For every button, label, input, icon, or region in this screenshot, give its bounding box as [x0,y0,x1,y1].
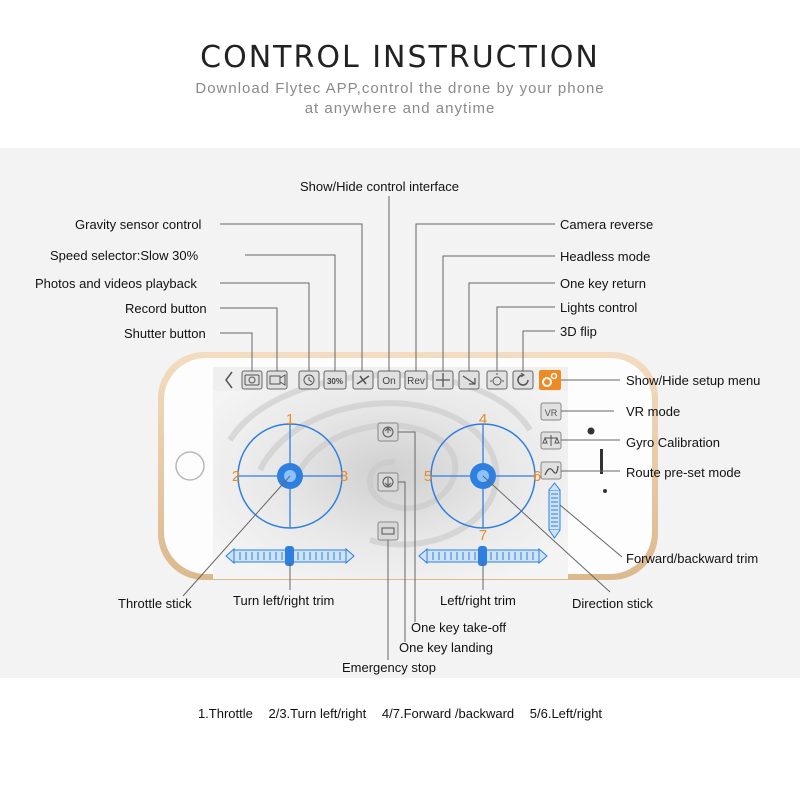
stick-number-7: 7 [479,527,487,544]
label-emergency-stop: Emergency stop [342,660,436,675]
stick-number-2: 2 [232,468,240,485]
stick-number-3: 3 [340,468,348,485]
label-forward-backward-trim: Forward/backward trim [626,551,759,566]
settings-icon[interactable] [539,370,561,390]
stick-number-5: 5 [424,468,432,485]
label-one-key-return: One key return [560,276,646,291]
emergency-stop-button[interactable] [377,521,399,541]
turn-left-right-trim[interactable] [225,546,355,566]
label-gyro-calibration: Gyro Calibration [626,435,720,450]
label-setup-menu: Show/Hide setup menu [626,373,761,388]
stick-number-4: 4 [479,411,487,428]
label-speed-selector: Speed selector:Slow 30% [50,248,199,263]
label-camera-reverse: Camera reverse [560,217,654,232]
record-icon[interactable] [266,370,288,390]
speed-icon[interactable]: 30% [323,370,347,390]
shutter-icon[interactable] [241,370,263,390]
vr-label: VR [545,408,558,418]
playback-icon[interactable] [298,370,320,390]
rev-icon[interactable]: Rev [404,370,428,390]
rev-label: Rev [407,376,425,387]
home-button[interactable] [175,451,205,481]
label-throttle-stick: Throttle stick [118,596,192,611]
page-title: CONTROL INSTRUCTION [200,40,600,75]
label-left-right-trim: Left/right trim [440,593,516,608]
forward-backward-trim[interactable] [548,482,561,539]
label-gravity-sensor: Gravity sensor control [75,217,202,232]
vr-button[interactable]: VR [540,402,562,421]
earpiece [600,449,603,474]
leader-lines [182,196,623,660]
label-direction-stick: Direction stick [572,596,653,611]
stick-number-6: 6 [533,468,541,485]
gravity-icon[interactable] [352,370,374,390]
lights-icon[interactable] [486,370,508,390]
label-turn-trim: Turn left/right trim [233,593,335,608]
label-photos-playback: Photos and videos playback [35,276,197,291]
label-landing: One key landing [399,640,493,655]
on-label: On [382,376,395,387]
sensor [603,489,607,493]
legend: 1.Throttle 2/3.Turn left/right 4/7.Forwa… [0,706,800,721]
gyro-calibration-button[interactable] [540,431,562,450]
left-right-trim[interactable] [418,546,548,566]
label-lights-control: Lights control [560,300,638,315]
return-icon[interactable] [458,370,480,390]
subtitle-line-2: at anywhere and anytime [304,100,496,117]
takeoff-button[interactable] [377,422,399,442]
legend-item-turn: 2/3.Turn left/right [268,706,367,721]
label-show-hide-control: Show/Hide control interface [300,179,459,194]
label-headless-mode: Headless mode [560,249,651,264]
on-icon[interactable]: On [377,370,401,390]
phone-frame [158,352,658,580]
stick-number-1: 1 [286,411,294,428]
label-route-preset: Route pre-set mode [626,465,741,480]
legend-item-left-right: 5/6.Left/right [529,706,603,721]
legend-item-throttle: 1.Throttle [197,706,253,721]
front-camera [587,427,595,435]
label-takeoff: One key take-off [411,620,507,635]
back-icon[interactable] [225,371,233,389]
label-vr-mode: VR mode [626,404,681,419]
legend-item-forward: 4/7.Forward /backward [381,706,515,721]
label-3d-flip: 3D flip [560,324,597,339]
flip-icon[interactable] [512,370,534,390]
subtitle-line-1: Download Flytec APP,control the drone by… [195,80,605,97]
label-record-button: Record button [125,301,207,316]
headless-icon[interactable] [432,370,454,390]
speed-label: 30% [327,377,343,386]
landing-button[interactable] [377,472,399,492]
label-shutter-button: Shutter button [124,326,206,341]
toolbar: 30% On Rev [225,370,561,390]
route-preset-button[interactable] [540,461,562,480]
